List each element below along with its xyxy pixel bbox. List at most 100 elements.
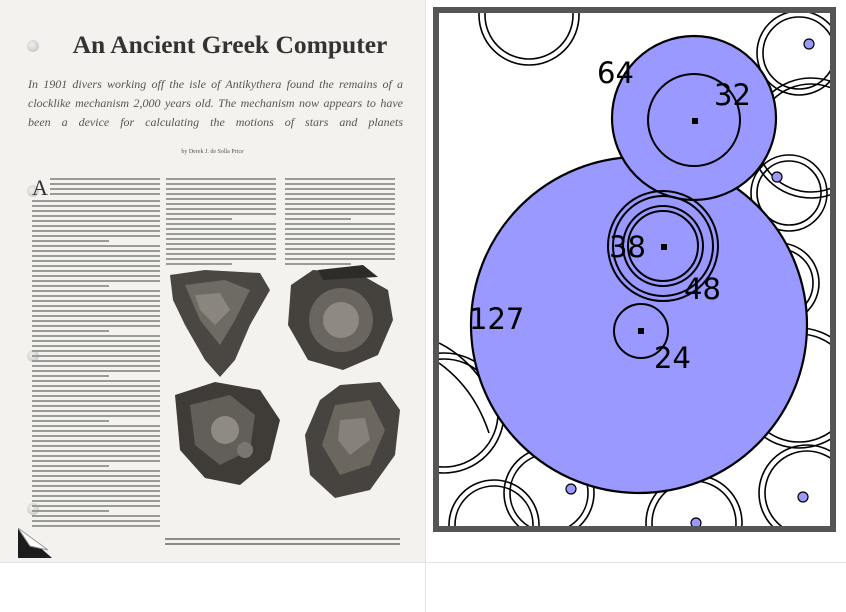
text-line	[166, 208, 276, 210]
text-line	[32, 220, 160, 222]
body-text-column	[285, 178, 395, 268]
gear-label-24: 24	[654, 341, 691, 375]
fragment-photo	[300, 380, 405, 500]
text-line	[32, 210, 160, 212]
text-line	[32, 355, 160, 357]
text-line	[285, 183, 395, 185]
text-line	[166, 248, 276, 250]
text-line	[32, 205, 160, 207]
text-line	[166, 258, 276, 260]
gear-label-38: 38	[609, 230, 646, 264]
text-line	[32, 315, 160, 317]
text-line	[32, 500, 160, 502]
text-line	[285, 228, 395, 230]
text-line	[32, 290, 160, 292]
text-line	[32, 340, 160, 342]
body-text-column	[166, 178, 276, 268]
text-line	[32, 325, 160, 327]
text-line	[166, 228, 276, 230]
text-line	[166, 178, 276, 180]
text-line	[166, 183, 276, 185]
text-line	[32, 385, 160, 387]
text-line	[32, 445, 160, 447]
body-text-column	[32, 200, 160, 530]
text-line	[32, 410, 160, 412]
text-line	[285, 243, 395, 245]
text-line	[166, 218, 232, 220]
text-line	[166, 238, 276, 240]
text-line	[32, 455, 160, 457]
gear-label-48: 48	[684, 272, 721, 306]
binder-hole	[27, 40, 39, 52]
text-line	[166, 223, 276, 225]
text-line	[50, 188, 160, 190]
text-line	[32, 395, 160, 397]
text-line	[32, 470, 160, 472]
text-line	[285, 193, 395, 195]
drop-cap: A	[32, 179, 48, 197]
gear-label-64: 64	[597, 56, 634, 90]
text-line	[32, 510, 109, 512]
text-line	[285, 218, 351, 220]
text-line	[32, 420, 109, 422]
text-line	[32, 240, 109, 242]
text-line	[32, 440, 160, 442]
text-line	[285, 233, 395, 235]
gear-label-32: 32	[714, 78, 751, 112]
text-line	[32, 375, 109, 377]
text-line	[32, 260, 160, 262]
text-line	[166, 233, 276, 235]
text-line	[32, 300, 160, 302]
text-line	[32, 490, 160, 492]
text-line	[32, 400, 160, 402]
figure-caption	[165, 538, 400, 548]
page-curl-icon	[18, 528, 54, 558]
gear-diagram-thumbnail[interactable]: 64 32 38 48 127 24	[426, 0, 846, 562]
article-page-thumbnail[interactable]: An Ancient Greek Computer In 1901 divers…	[0, 0, 425, 562]
text-line	[32, 480, 160, 482]
gear-diagram: 64 32 38 48 127 24	[439, 13, 830, 526]
body-text-column	[50, 178, 160, 198]
fragment-photo	[283, 265, 398, 375]
text-line	[285, 198, 395, 200]
text-line	[32, 230, 160, 232]
article-byline: by Derek J. de Solla Price	[0, 149, 425, 155]
text-line	[32, 235, 160, 237]
text-line	[32, 270, 160, 272]
text-line	[32, 255, 160, 257]
text-line	[166, 203, 276, 205]
text-line	[32, 200, 160, 202]
text-line	[32, 285, 109, 287]
empty-grid-cell	[0, 563, 425, 612]
text-line	[32, 430, 160, 432]
text-line	[32, 245, 160, 247]
text-line	[32, 345, 160, 347]
text-line	[32, 360, 160, 362]
text-line	[32, 405, 160, 407]
text-line	[166, 243, 276, 245]
text-line	[166, 188, 276, 190]
text-line	[285, 223, 395, 225]
text-line	[166, 253, 276, 255]
text-line	[32, 365, 160, 367]
text-line	[285, 203, 395, 205]
text-line	[32, 215, 160, 217]
text-line	[32, 460, 160, 462]
text-line	[32, 370, 160, 372]
text-line	[50, 183, 160, 185]
text-line	[32, 495, 160, 497]
text-line	[32, 350, 160, 352]
text-line	[285, 213, 395, 215]
text-line	[32, 525, 160, 527]
text-line	[32, 305, 160, 307]
article-subtitle: In 1901 divers working off the isle of A…	[28, 75, 403, 132]
text-line	[285, 178, 395, 180]
text-line	[32, 250, 160, 252]
article-title: An Ancient Greek Computer	[50, 30, 410, 60]
fragment-photo	[165, 265, 275, 380]
text-line	[32, 390, 160, 392]
text-line	[32, 295, 160, 297]
text-line	[285, 188, 395, 190]
text-line	[32, 520, 160, 522]
text-line	[32, 485, 160, 487]
